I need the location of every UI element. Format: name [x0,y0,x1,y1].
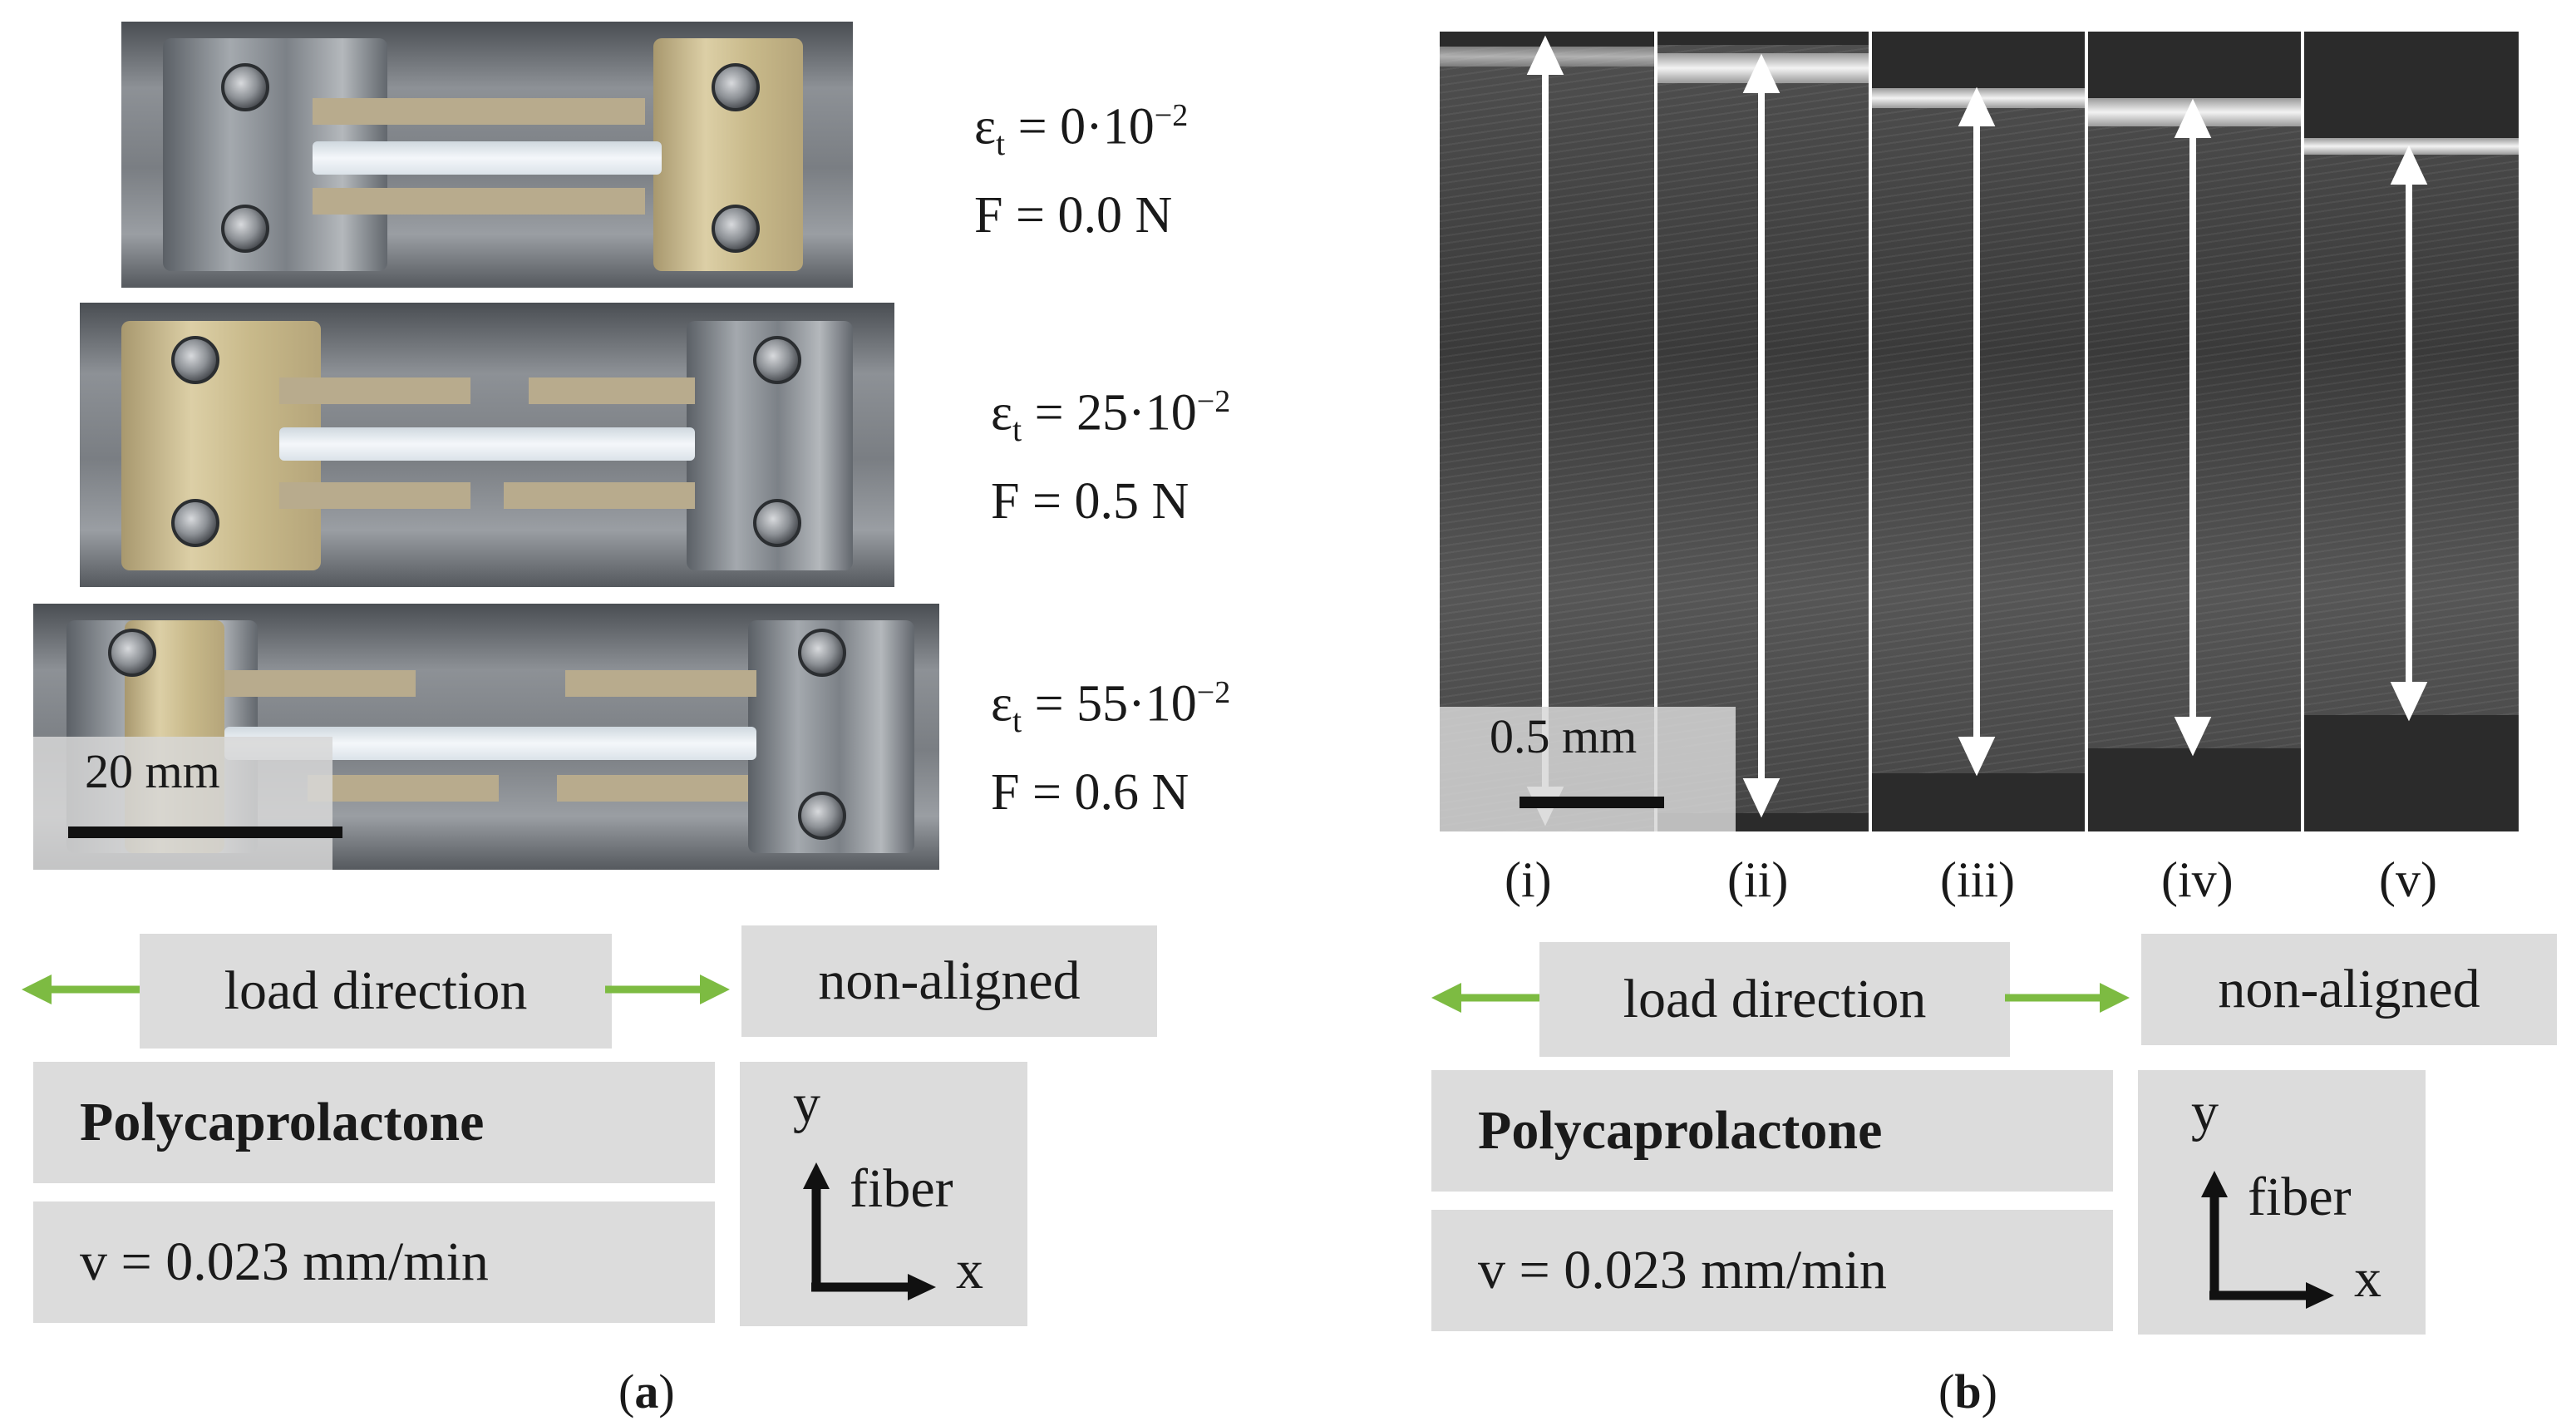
axis-fiber-label-b: fiber [2248,1167,2352,1227]
photo-strain-0 [121,22,853,288]
sub-label-v: (v) [2379,852,2437,907]
axis-x-label-b: x [2354,1248,2381,1309]
axes-icon-b [2201,1171,2334,1309]
sub-label-i: (i) [1505,852,1552,907]
sub-label-ii: (ii) [1727,852,1789,907]
strain-label-55: εt = 55·10−2 F = 0.6 N [991,675,1231,822]
load-arrow-right-a [605,975,730,1004]
axis-x-label-a: x [956,1240,983,1300]
scale-bar-box-a [33,737,332,870]
material-label-b: Polycaprolactone [1431,1070,2113,1192]
material-label-a: Polycaprolactone [33,1062,715,1183]
velocity-label-a: v = 0.023 mm/min [33,1201,715,1323]
photo-strain-25 [80,303,894,587]
scale-bar-a [68,826,342,838]
panel-caption-a: (a) [618,1364,675,1419]
alignment-label-b: non-aligned [2141,934,2557,1045]
force-label-0: F = 0.0 N [974,187,1173,244]
strain-label-0: εt = 0·10−2 F = 0.0 N [974,98,1189,244]
force-label-55: F = 0.6 N [991,764,1189,822]
load-arrow-left-b [1431,983,1556,1013]
axis-fiber-label-a: fiber [850,1158,953,1219]
scale-bar-label-b: 0.5 mm [1490,709,1638,763]
axis-y-label-a: y [793,1073,820,1134]
load-arrow-right-b [2005,983,2130,1013]
strain-label-25: εt = 25·10−2 F = 0.5 N [991,384,1231,530]
scale-bar-b [1519,797,1664,808]
sub-label-iv: (iv) [2161,852,2234,907]
load-direction-label-b: load direction [1539,942,2010,1057]
force-label-25: F = 0.5 N [991,473,1189,530]
panel-caption-b: (b) [1938,1364,1997,1419]
axis-y-label-b: y [2191,1082,2219,1142]
axes-box-b [2138,1070,2426,1335]
load-direction-label-a: load direction [140,934,612,1049]
velocity-label-b: v = 0.023 mm/min [1431,1210,2113,1331]
photo-strain-55: 20 mm [33,604,939,870]
sub-label-iii: (iii) [1940,852,2015,907]
axes-icon-a [803,1162,936,1300]
scale-bar-label-a: 20 mm [85,744,220,798]
alignment-label-a: non-aligned [741,925,1157,1037]
scale-bar-box-b [1440,707,1736,831]
load-arrow-left-a [22,975,146,1004]
axes-box-a [740,1062,1027,1326]
